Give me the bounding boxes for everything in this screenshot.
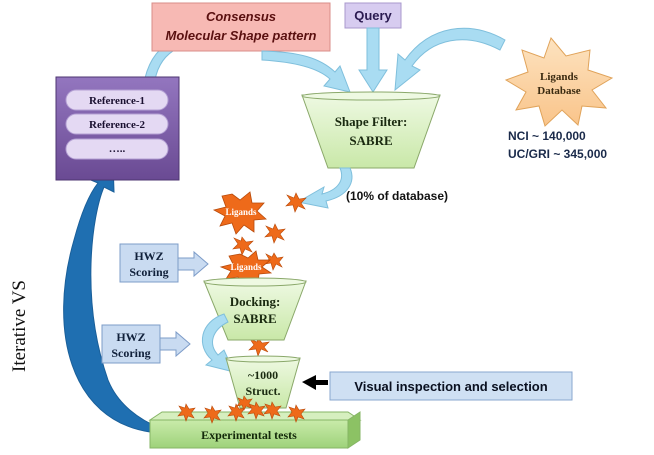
iterative-loop-arrow (63, 159, 162, 433)
structures-rim (225, 355, 301, 363)
shape-filter-rim (301, 91, 441, 101)
hwz-2-arrow (159, 330, 191, 358)
reference-item-1: Reference-1 (89, 95, 145, 107)
ligands-database-burst (504, 37, 614, 127)
reference-pill-3 (65, 138, 169, 160)
hwz-1-line2: Scoring (129, 265, 168, 279)
hwz-1-arrow (177, 250, 209, 278)
hwz-1-line1: HWZ (134, 249, 163, 263)
visual-inspection-box (329, 371, 573, 401)
reference-item-2: Reference-2 (89, 119, 145, 131)
reference-item-3: ….. (109, 143, 126, 155)
ligands-label-top: Ligands (225, 207, 257, 217)
hwz-2-line2: Scoring (111, 346, 150, 360)
reference-pill-1 (65, 89, 169, 111)
database-to-filter-arrow (394, 27, 506, 92)
query-label: Query (354, 8, 392, 23)
structures-line2: Struct. (246, 384, 281, 398)
slab-bursts (177, 395, 306, 424)
ligands-label-middle: Ligands (230, 262, 262, 272)
hwz-box-2 (101, 324, 161, 364)
small-bursts (232, 192, 307, 357)
visual-inspection-arrow (302, 375, 328, 390)
experimental-label: Experimental tests (201, 428, 297, 442)
ligands-database-line2: Database (537, 85, 581, 97)
query-to-filter-arrow (358, 27, 388, 93)
filter-output-arrow (296, 167, 353, 209)
structures-line1: ~1000 (248, 368, 278, 382)
shape-filter-funnel (301, 94, 441, 169)
docking-line2: SABRE (233, 311, 276, 326)
shape-filter-line2: SABRE (349, 133, 392, 148)
ligands-database-line1: Ligands (540, 71, 579, 83)
iterative-vs-label: Iterative VS (9, 280, 30, 372)
reference-pill-2 (65, 113, 169, 135)
hwz-box-1 (119, 243, 179, 283)
count-ucgri: UC/GRI ~ 345,000 (508, 147, 607, 161)
structures-funnel (225, 357, 301, 409)
docking-rim (203, 277, 307, 287)
experimental-slab-side (347, 411, 361, 449)
ligands-burst-top (212, 191, 267, 235)
shape-filter-line1: Shape Filter: (335, 114, 408, 129)
consensus-box (151, 2, 331, 52)
fraction-label: (10% of database) (346, 189, 448, 203)
consensus-to-filter-arrow (261, 50, 351, 93)
consensus-line1: Consensus (206, 9, 276, 24)
count-nci: NCI ~ 140,000 (508, 129, 586, 143)
query-box (344, 2, 402, 29)
consensus-line2: Molecular Shape pattern (166, 28, 317, 43)
docking-line1: Docking: (230, 294, 281, 309)
visual-inspection-label: Visual inspection and selection (354, 379, 547, 394)
hwz-2-line1: HWZ (116, 330, 145, 344)
